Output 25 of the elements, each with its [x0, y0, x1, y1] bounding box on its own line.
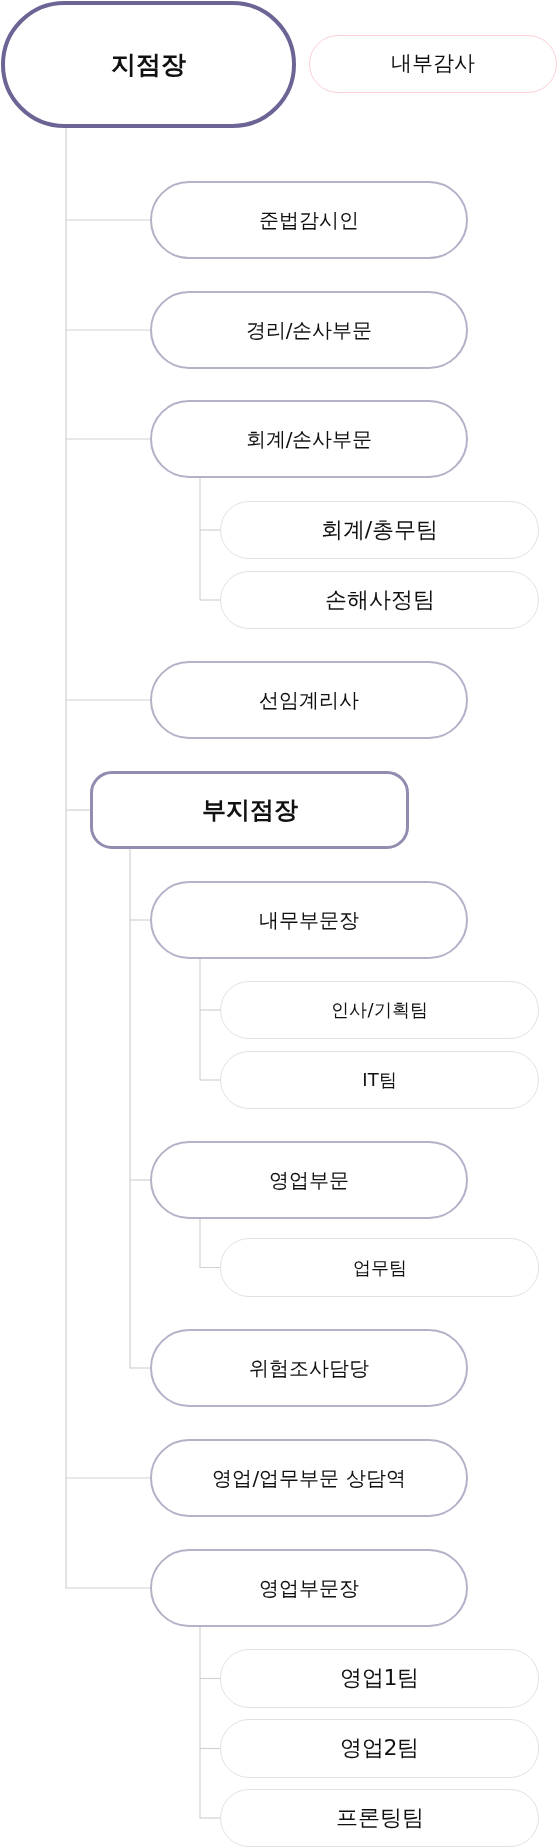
connector-line	[199, 1218, 221, 1269]
unit-name: 경리/손사부문	[245, 318, 373, 342]
unit-name: 회계/손사부문	[245, 427, 373, 451]
unit-name: 회계/총무팀	[320, 516, 439, 544]
unit-name: 부지점장	[201, 795, 298, 825]
unit-name: 내무부문장	[259, 908, 359, 932]
unit-name: 업무팀	[352, 1256, 407, 1279]
unit-name: 영업1팀	[339, 1665, 420, 1692]
unit-name: 준법감시인	[259, 208, 359, 232]
unit-name: 영업2팀	[339, 1735, 420, 1762]
unit-name: 인사/기획팀	[331, 999, 428, 1021]
unit-name: IT팀	[362, 1069, 397, 1091]
unit-name: 내부감사	[391, 51, 475, 77]
connector-line	[199, 1677, 221, 1680]
unit-name: 선임계리사	[259, 688, 359, 712]
unit-name: 손해사정팀	[324, 586, 435, 614]
unit-name: 영업/업무부문 상담역	[212, 1466, 406, 1490]
head-office-pill	[1, 1, 296, 128]
unit-name: 영업부문장	[259, 1576, 359, 1600]
deputy-box	[90, 771, 409, 849]
unit-name: 위험조사담당	[249, 1356, 369, 1380]
unit-name: 영업부문	[269, 1168, 349, 1192]
connector-line	[199, 1747, 221, 1750]
unit-name: 프론팅팀	[335, 1804, 424, 1832]
unit-name: 지점장	[111, 49, 186, 80]
